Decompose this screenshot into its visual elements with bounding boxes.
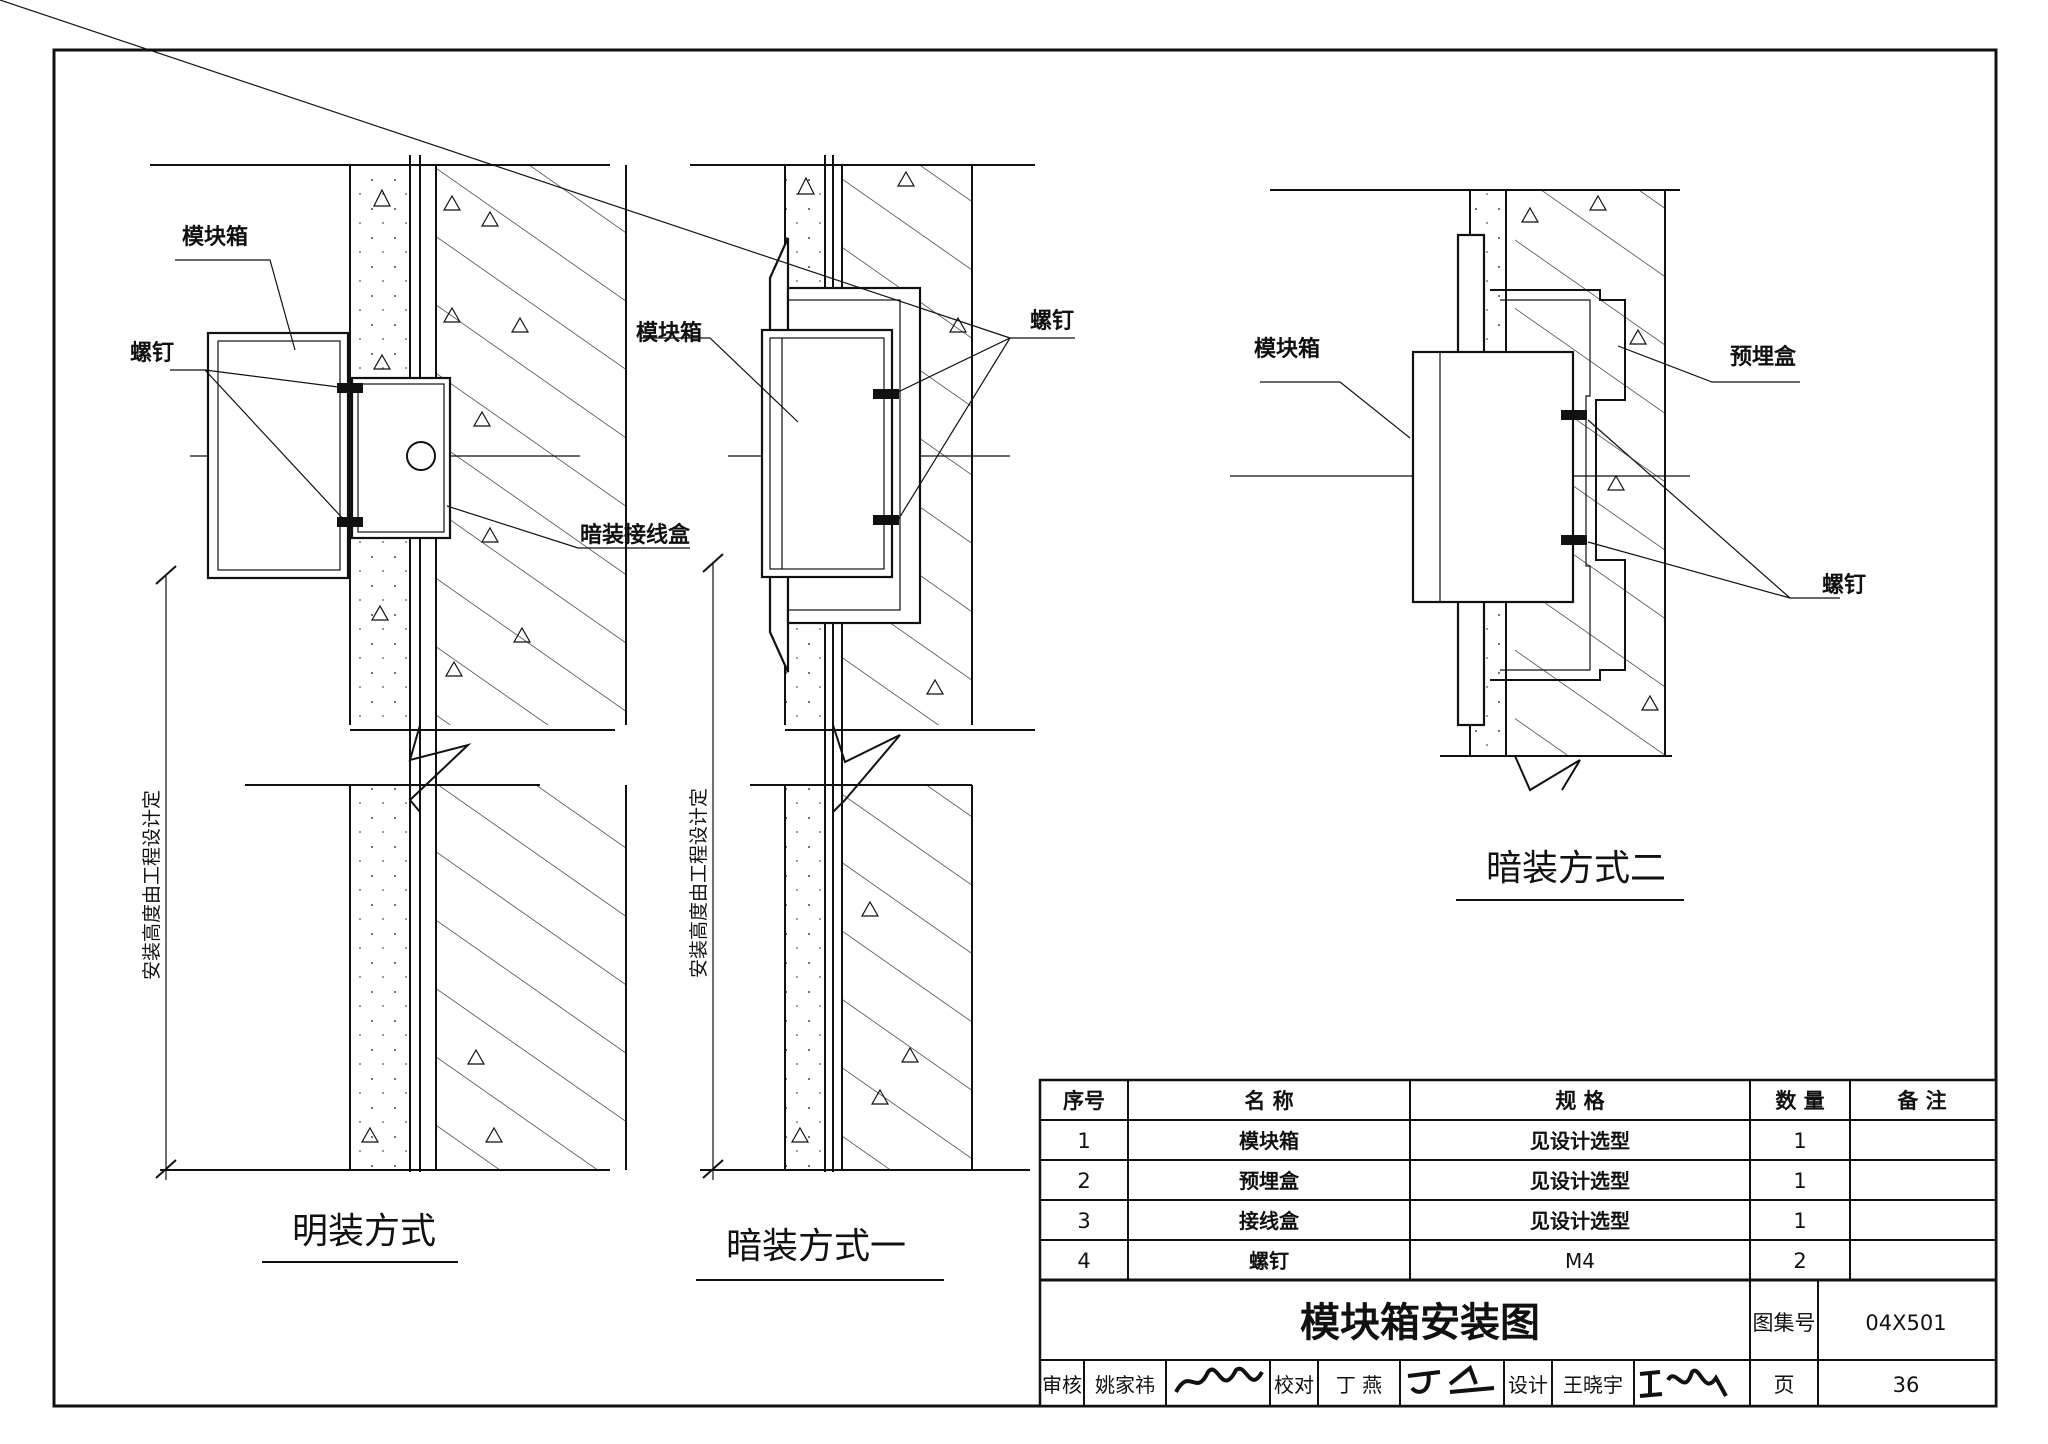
table-row: 4 螺钉 M4 2 — [1077, 1249, 1806, 1273]
designer-name: 王晓宇 — [1563, 1373, 1623, 1397]
check-label: 校对 — [1274, 1373, 1314, 1397]
table-cell: 4 — [1077, 1249, 1090, 1273]
table-cell: 1 — [1793, 1169, 1806, 1193]
review-label: 审核 — [1042, 1373, 1082, 1397]
fig-a-caption: 明装方式 — [292, 1211, 436, 1252]
fig-a-screw-label: 螺钉 — [130, 340, 174, 366]
table-cell: 1 — [1793, 1129, 1806, 1153]
fig-c-caption: 暗装方式二 — [1486, 848, 1666, 889]
checker-name: 丁 燕 — [1336, 1373, 1382, 1397]
drawing-title: 模块箱安装图 — [1300, 1300, 1540, 1346]
component-table: 序号 名 称 规 格 数 量 备 注 1 模块箱 见设计选型 1 2 预埋盒 见… — [1038, 1078, 1998, 1408]
fig-b-caption: 暗装方式一 — [726, 1226, 906, 1267]
figure-flush-mount-2: 模块箱 预埋盒 螺钉 暗装方式二 — [1230, 189, 1866, 901]
table-cell: 1 — [1077, 1129, 1090, 1153]
table-cell: 模块箱 — [1239, 1129, 1299, 1153]
table-cell: 预埋盒 — [1239, 1169, 1300, 1193]
designer-signature — [1639, 1368, 1728, 1398]
fig-a-junction-label: 暗装接线盒 — [580, 522, 691, 548]
table-cell: M4 — [1565, 1249, 1595, 1273]
table-row: 2 预埋盒 见设计选型 1 — [1077, 1169, 1806, 1193]
drawing-frame — [52, 48, 1998, 1408]
table-cell: 2 — [1077, 1169, 1090, 1193]
checker-signature — [1407, 1364, 1495, 1394]
fig-b-dimension-text: 安装高度由工程设计定 — [688, 788, 710, 978]
table-cell: 接线盒 — [1239, 1209, 1300, 1233]
fig-c-box-label: 模块箱 — [1254, 336, 1320, 362]
table-cell: 螺钉 — [1249, 1249, 1289, 1273]
col-header-name: 名 称 — [1244, 1089, 1293, 1113]
page-number: 36 — [1893, 1373, 1920, 1397]
figure-surface-mount: 模块箱 螺钉 暗装接线盒 安装高度由工程设计定 明装方式 — [130, 155, 691, 1263]
table-cell: 2 — [1793, 1249, 1806, 1273]
design-label: 设计 — [1508, 1373, 1548, 1397]
fig-c-screw-label: 螺钉 — [1822, 572, 1866, 598]
table-row: 3 接线盒 见设计选型 1 — [1077, 1209, 1806, 1233]
col-header-spec: 规 格 — [1555, 1089, 1605, 1113]
figure-flush-mount-1: 模块箱 螺钉 安装高度由工程设计定 暗装方式一 — [0, 0, 1075, 1281]
table-cell: 见设计选型 — [1530, 1169, 1630, 1193]
reviewer-signature — [1174, 1366, 1264, 1394]
fig-c-embedded-label: 预埋盒 — [1730, 344, 1797, 370]
fig-b-box-label: 模块箱 — [636, 320, 702, 346]
table-cell: 1 — [1793, 1209, 1806, 1233]
table-cell: 见设计选型 — [1530, 1209, 1630, 1233]
col-header-index: 序号 — [1063, 1089, 1105, 1113]
col-header-qty: 数 量 — [1775, 1089, 1824, 1113]
atlas-label: 图集号 — [1753, 1311, 1816, 1335]
reviewer-name: 姚家祎 — [1095, 1373, 1155, 1397]
table-cell: 3 — [1077, 1209, 1090, 1233]
fig-b-screw-label: 螺钉 — [1030, 308, 1074, 334]
atlas-number: 04X501 — [1865, 1311, 1946, 1335]
table-row: 1 模块箱 见设计选型 1 — [1077, 1129, 1806, 1153]
table-cell: 见设计选型 — [1530, 1129, 1630, 1153]
page-label: 页 — [1774, 1373, 1795, 1397]
col-header-remark: 备 注 — [1896, 1089, 1946, 1113]
fig-a-box-label: 模块箱 — [182, 224, 248, 250]
fig-a-dimension-text: 安装高度由工程设计定 — [141, 790, 163, 980]
